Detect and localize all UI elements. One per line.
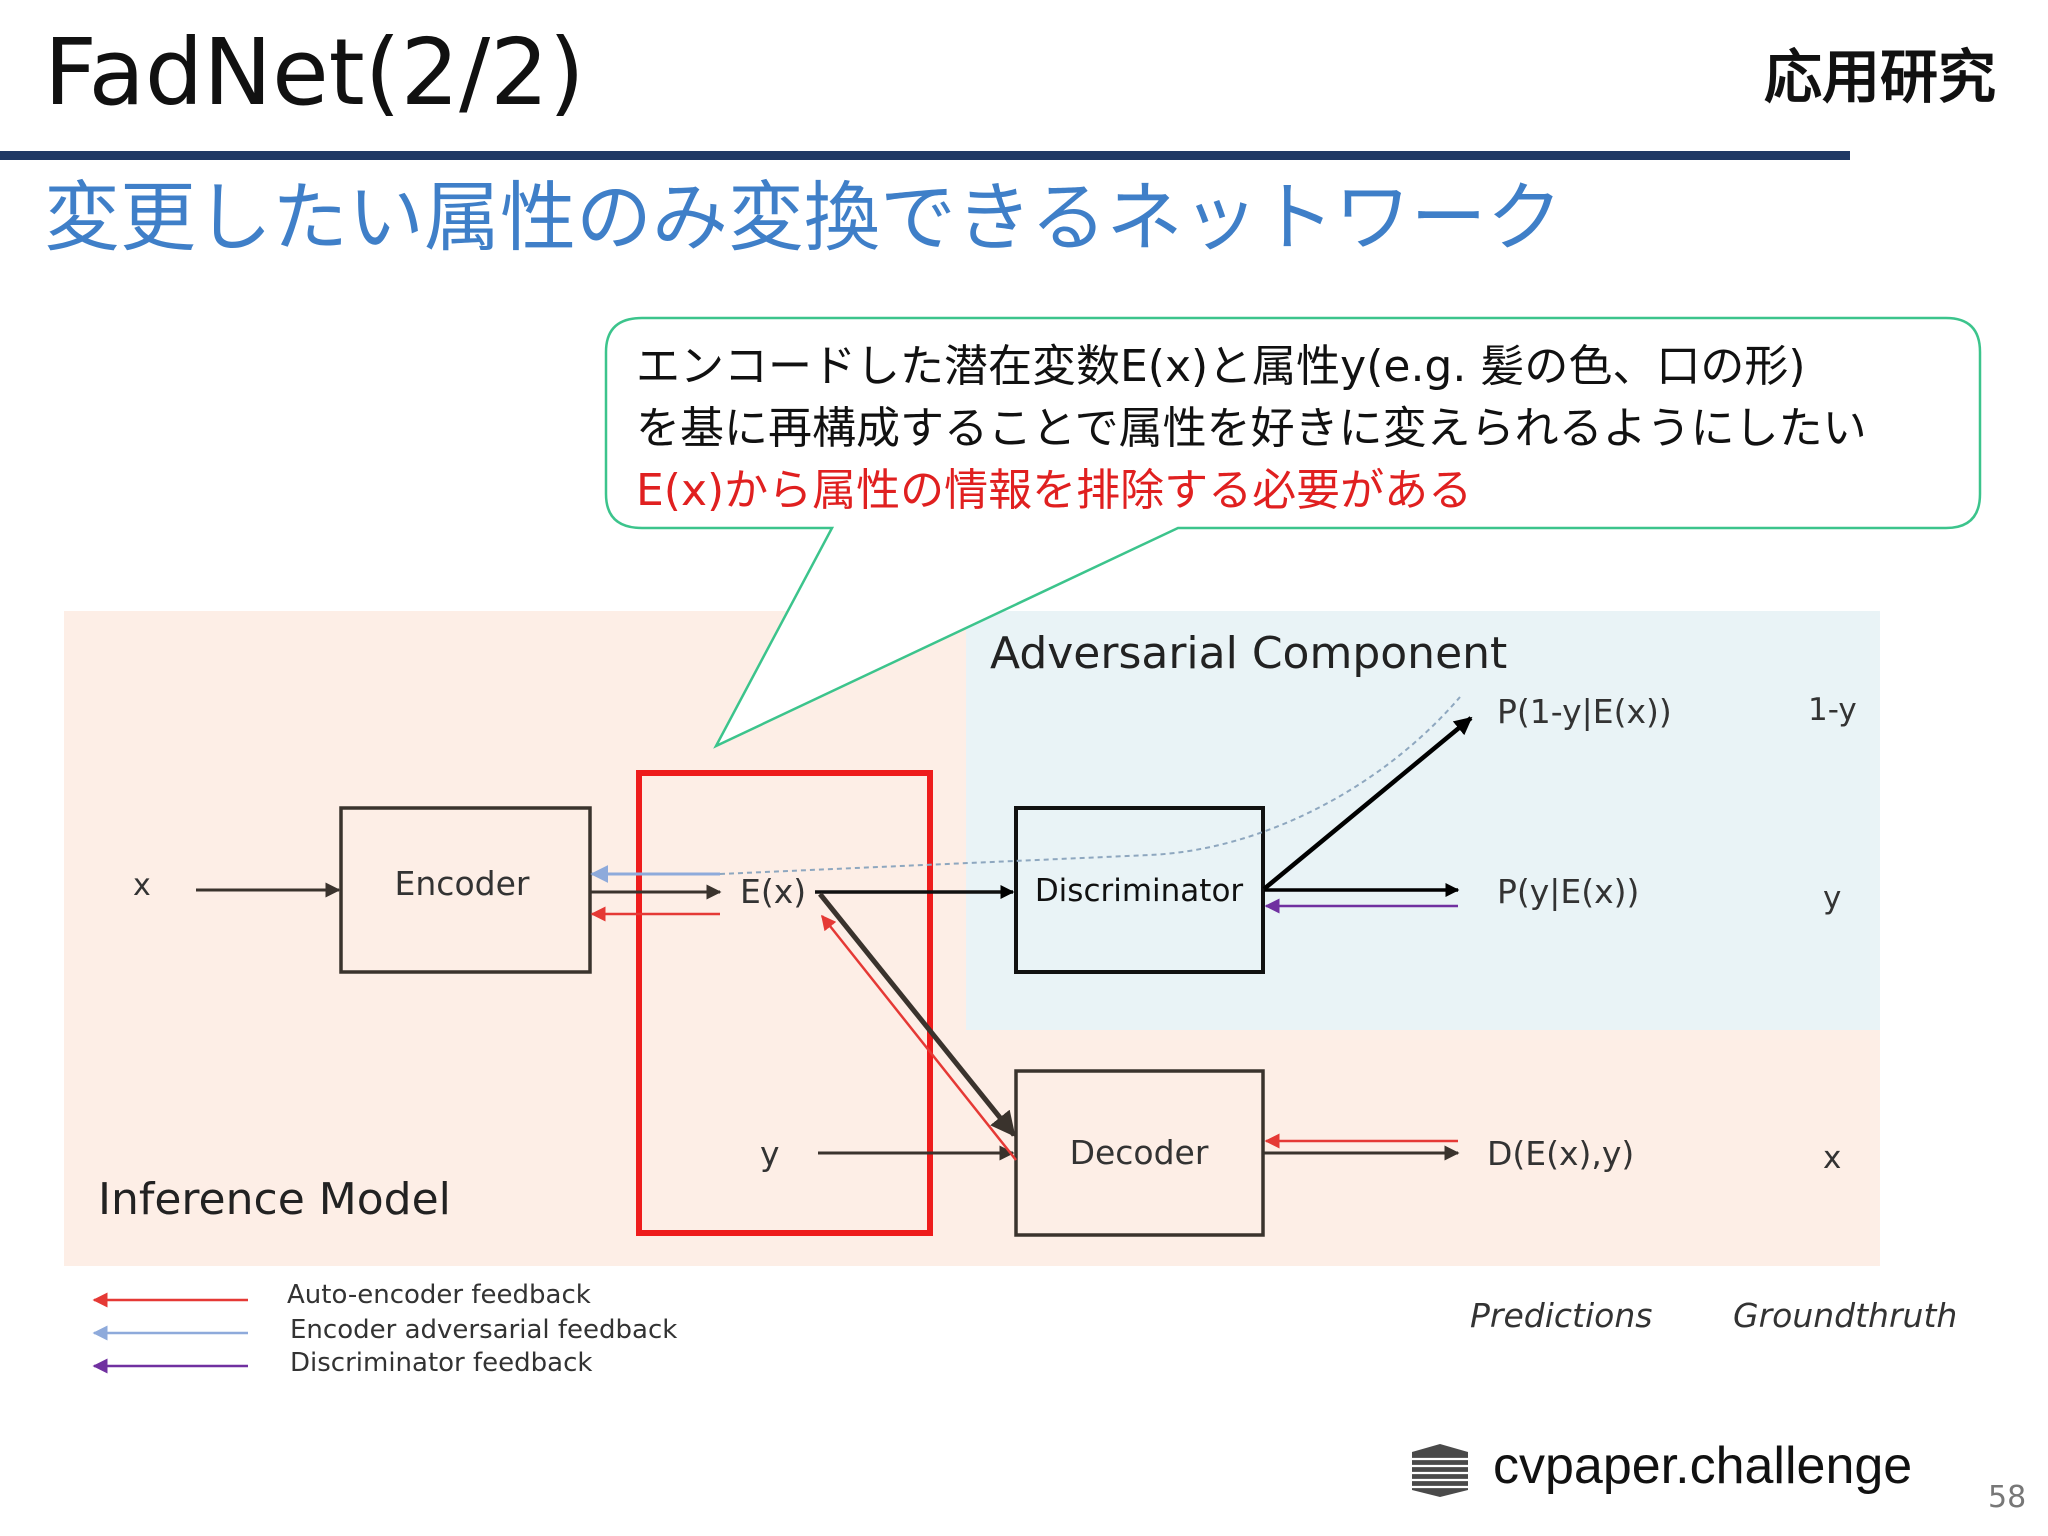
arrow-ex-to-decoder [818, 892, 1016, 1137]
groundtruth-header: Groundthruth [1733, 1296, 1958, 1335]
adversarial-component-region [966, 611, 1880, 1030]
slide-title: FadNet(2/2) [44, 19, 585, 126]
decoder-box [1014, 1069, 1265, 1237]
page-number: 58 [1988, 1480, 2027, 1515]
encoder-label: Encoder [394, 864, 530, 903]
groundtruth-3-label: x [1823, 1140, 1842, 1176]
encoder-adversarial-feedback-dashed [719, 696, 1461, 875]
discriminator-label: Discriminator [1034, 873, 1244, 909]
legend-autoencoder-label: Auto-encoder feedback [287, 1280, 591, 1310]
category-label: 応用研究 [1763, 43, 1996, 111]
latent-ex-label: E(x) [740, 872, 807, 911]
prediction-3-label: D(E(x),y) [1487, 1134, 1635, 1173]
latent-highlight-box [636, 770, 933, 1236]
callout-line-1: エンコードした潜在変数E(x)と属性y(e.g. 髪の色、口の形) [636, 341, 1806, 392]
input-x-label: x [133, 868, 151, 903]
inference-model-label: Inference Model [98, 1174, 451, 1225]
arrow-disc-to-p1 [1262, 716, 1473, 891]
callout-bubble [604, 316, 1982, 749]
prediction-2-label: P(y|E(x)) [1497, 872, 1640, 911]
callout-text: エンコードした潜在変数E(x)と属性y(e.g. 髪の色、口の形) を基に再構成… [636, 336, 1956, 522]
discriminator-box [1014, 806, 1265, 974]
groundtruth-2-label: y [1823, 880, 1842, 916]
groundtruth-1-label: 1-y [1808, 692, 1857, 728]
adversarial-component-label: Adversarial Component [990, 628, 1508, 679]
callout-line-3: E(x)から属性の情報を排除する必要がある [636, 465, 1473, 516]
decoder-label: Decoder [1069, 1133, 1209, 1172]
legend-discriminator-label: Discriminator feedback [290, 1348, 593, 1378]
prediction-1-label: P(1-y|E(x)) [1497, 692, 1672, 731]
predictions-header: Predictions [1470, 1296, 1653, 1335]
autoencoder-feedback-arrow-2 [821, 914, 1017, 1161]
cvpaper-logo-text: cvpaper.challenge [1493, 1437, 1913, 1495]
callout-line-2: を基に再構成することで属性を好きに変えられるようにしたい [636, 403, 1867, 454]
encoder-box [339, 806, 592, 974]
title-divider [0, 151, 1850, 160]
slide-subtitle: 変更したい属性のみ変換できるネットワーク [44, 173, 1563, 262]
legend-encoder-adversarial-label: Encoder adversarial feedback [290, 1315, 678, 1345]
attribute-y-label: y [760, 1134, 780, 1173]
cvpaper-logo-icon [1412, 1444, 1468, 1497]
